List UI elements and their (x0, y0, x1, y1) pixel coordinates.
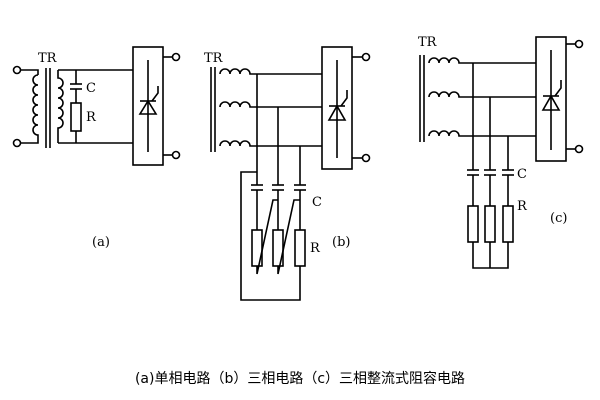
thyristor-symbol (138, 99, 158, 115)
transformer-coil (219, 101, 322, 108)
diagram-b: TR C R (204, 46, 371, 301)
resistor (484, 205, 496, 243)
transformer-coil (428, 130, 536, 137)
transformer-secondary-coil (57, 70, 64, 143)
thyristor-symbol (327, 104, 347, 121)
capacitor-label: C (312, 195, 322, 210)
terminal (361, 153, 371, 163)
delta-connection (277, 199, 300, 275)
resistor (294, 229, 306, 267)
terminal (574, 144, 584, 154)
thyristor-gate (554, 80, 562, 97)
transformer-coil (428, 91, 536, 98)
figure-caption: (a)单相电路（b）三相电路（c）三相整流式阻容电路 (134, 371, 466, 387)
capacitor-label: C (517, 167, 527, 182)
thyristor-symbol (541, 94, 561, 111)
terminal (574, 39, 584, 49)
delta-connection (256, 199, 278, 275)
transformer-label: TR (418, 35, 438, 50)
transformer-coil (219, 68, 322, 75)
diagram-tag: (a) (92, 235, 110, 250)
input-wire (20, 138, 39, 144)
thyristor-gate (151, 86, 159, 102)
resistor (70, 102, 82, 132)
transformer-coil (219, 140, 322, 147)
terminal (12, 138, 22, 148)
resistor (467, 205, 479, 243)
resistor-label: R (310, 241, 321, 256)
input-wire (20, 69, 39, 75)
resistor-label: R (517, 199, 528, 214)
terminal (171, 150, 181, 160)
terminal (12, 65, 22, 75)
diagram-a: TR C R (a) (12, 46, 181, 250)
resistor (502, 205, 514, 243)
diagram-tag: (b) (332, 235, 350, 250)
transformer-primary-coil (32, 74, 39, 138)
resistor-label: R (86, 110, 97, 125)
transformer-label: TR (204, 51, 224, 66)
transformer-coil (428, 57, 536, 64)
thyristor-gate (340, 90, 348, 107)
diagram-tag: (c) (550, 211, 567, 226)
delta-connection (240, 171, 301, 301)
terminal (171, 52, 181, 62)
capacitor-label: C (86, 81, 96, 96)
diagram-c: TR C R (418, 35, 584, 269)
transformer-label: TR (38, 51, 58, 66)
terminal (361, 52, 371, 62)
